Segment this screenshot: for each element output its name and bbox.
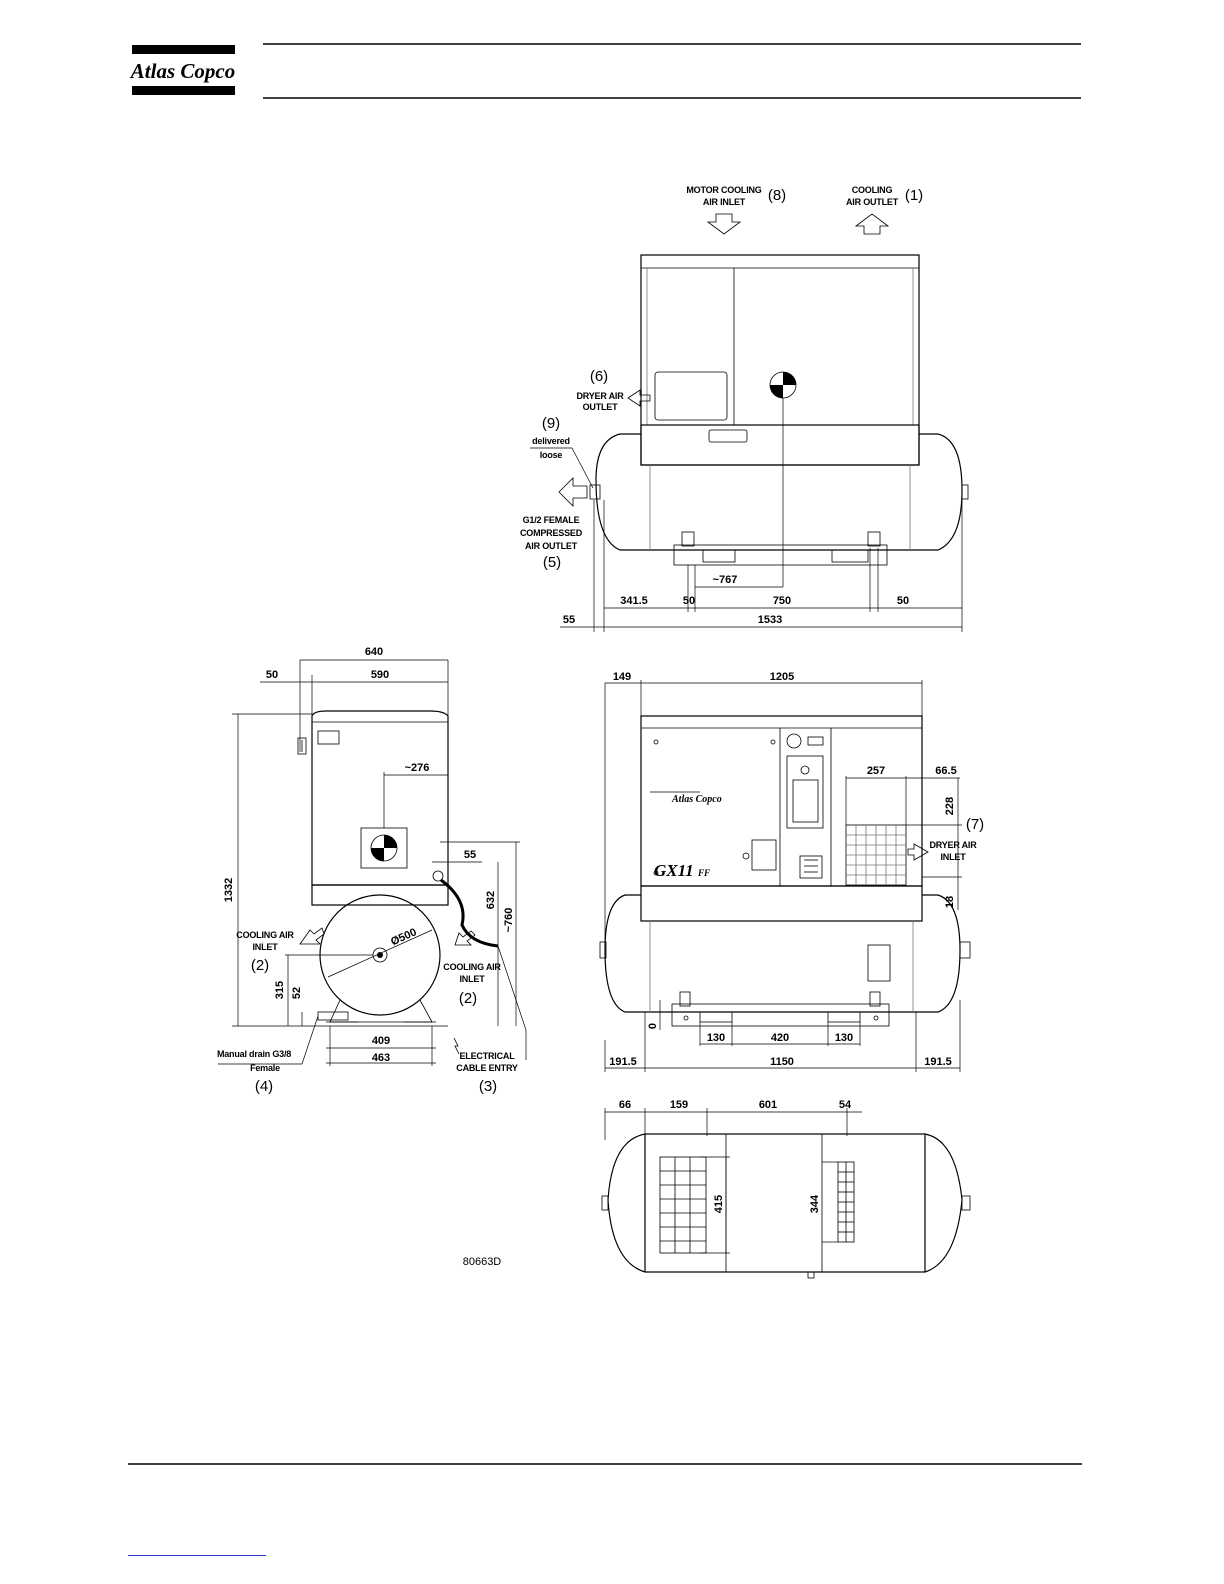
dim-dia-500: Ø500 (389, 926, 418, 948)
dim-228: 228 (944, 797, 956, 815)
dim-640: 640 (365, 646, 383, 658)
dim-767: ~767 (713, 574, 738, 586)
dim-52: 52 (291, 987, 303, 999)
dim-463: 463 (372, 1052, 390, 1064)
atlas-copco-logo: Atlas Copco (129, 45, 235, 95)
dim-191-5-b: 191.5 (924, 1056, 952, 1068)
dim-341-5: 341.5 (620, 595, 648, 607)
dim-760: ~760 (503, 908, 515, 933)
footer-link-underline[interactable] (128, 1555, 266, 1556)
dim-1332: 1332 (223, 878, 235, 902)
elevation-top: MOTOR COOLING AIR INLET (8) COOLING AIR … (520, 185, 969, 632)
model-suffix: FF (697, 868, 710, 878)
dryer-inlet-label-1: DRYER AIR (929, 840, 977, 850)
drawing-number: 80663D (463, 1256, 502, 1268)
dim-18: 18 (944, 896, 956, 908)
callout-7: (7) (966, 816, 984, 833)
model-name: GX11 (654, 861, 694, 880)
dim-50-side: 50 (266, 669, 278, 681)
front-view: 149 1205 Atlas Copco GX11 FF (599, 671, 984, 1072)
delivered-label: delivered (532, 436, 570, 446)
electrical-symbol-icon (453, 1037, 460, 1055)
dim-632: 632 (485, 891, 497, 909)
compressed-label-3: AIR OUTLET (525, 541, 578, 551)
manual-drain-label-2: Female (250, 1063, 280, 1073)
dim-66-5: 66.5 (935, 765, 956, 777)
dim-1533: 1533 (758, 614, 782, 626)
dim-1205: 1205 (770, 671, 794, 683)
pressure-gauge-icon (786, 733, 802, 749)
callout-5: (5) (543, 554, 561, 571)
dim-420: 420 (771, 1032, 789, 1044)
cooling-outlet-label-2: AIR OUTLET (846, 197, 899, 207)
dim-601: 601 (759, 1099, 777, 1111)
compressed-label-2: COMPRESSED (520, 528, 583, 538)
loose-label: loose (540, 450, 563, 460)
callout-9: (9) (542, 415, 560, 432)
motor-cooling-label-1: MOTOR COOLING (686, 185, 761, 195)
callout-4: (4) (255, 1078, 273, 1095)
dim-257: 257 (867, 765, 885, 777)
dim-55: 55 (563, 614, 575, 626)
callout-2-right: (2) (459, 990, 477, 1007)
callout-8: (8) (768, 187, 786, 204)
dim-315: 315 (274, 981, 286, 999)
cooling-inlet-left-label-1: COOLING AIR (236, 930, 294, 940)
dim-1150: 1150 (770, 1056, 794, 1068)
dryer-inlet-label-2: INLET (941, 852, 967, 862)
cooling-inlet-right-label-2: INLET (460, 974, 486, 984)
side-view: 640 50 590 ~276 Ø500 55 (217, 646, 527, 1095)
dim-149: 149 (613, 671, 631, 683)
dim-415: 415 (713, 1195, 725, 1213)
up-arrow-icon (854, 213, 890, 235)
logo-text: Atlas Copco (129, 59, 235, 83)
motor-cooling-label-2: AIR INLET (703, 197, 746, 207)
cooling-inlet-left-label-2: INLET (253, 942, 279, 952)
dim-344: 344 (809, 1194, 821, 1213)
cooling-inlet-right-label-1: COOLING AIR (443, 962, 501, 972)
cooling-outlet-label-1: COOLING (852, 185, 893, 195)
dryer-outlet-label-2: OUTLET (583, 402, 618, 412)
dim-54: 54 (839, 1099, 852, 1111)
callout-6: (6) (590, 368, 608, 385)
dryer-outlet-label-1: DRYER AIR (576, 391, 624, 401)
callout-2-left: (2) (251, 957, 269, 974)
fan-symbol-icon (769, 371, 797, 399)
electrical-label-1: ELECTRICAL (460, 1051, 516, 1061)
dim-130-b: 130 (835, 1032, 853, 1044)
dim-130-a: 130 (707, 1032, 725, 1044)
callout-3: (3) (479, 1078, 497, 1095)
side-fan-icon (370, 834, 398, 862)
dim-750: 750 (773, 595, 791, 607)
compressed-label-1: G1/2 FEMALE (523, 515, 580, 525)
dim-159: 159 (670, 1099, 688, 1111)
plan-view: 66 159 601 54 (601, 1099, 971, 1279)
electrical-label-2: CABLE ENTRY (456, 1063, 518, 1073)
dim-276: ~276 (405, 762, 430, 774)
dim-590: 590 (371, 669, 389, 681)
dim-50-b: 50 (897, 595, 909, 607)
dim-55-side: 55 (464, 849, 476, 861)
dim-191-5-a: 191.5 (609, 1056, 637, 1068)
down-arrow-icon (706, 213, 742, 235)
dim-66: 66 (619, 1099, 631, 1111)
dim-409: 409 (372, 1035, 390, 1047)
dim-0: 0 (647, 1023, 659, 1029)
manual-drain-label-1: Manual drain G3/8 (217, 1049, 291, 1059)
brand-plate: Atlas Copco (671, 794, 722, 805)
callout-1: (1) (905, 187, 923, 204)
dim-50-a: 50 (683, 595, 695, 607)
